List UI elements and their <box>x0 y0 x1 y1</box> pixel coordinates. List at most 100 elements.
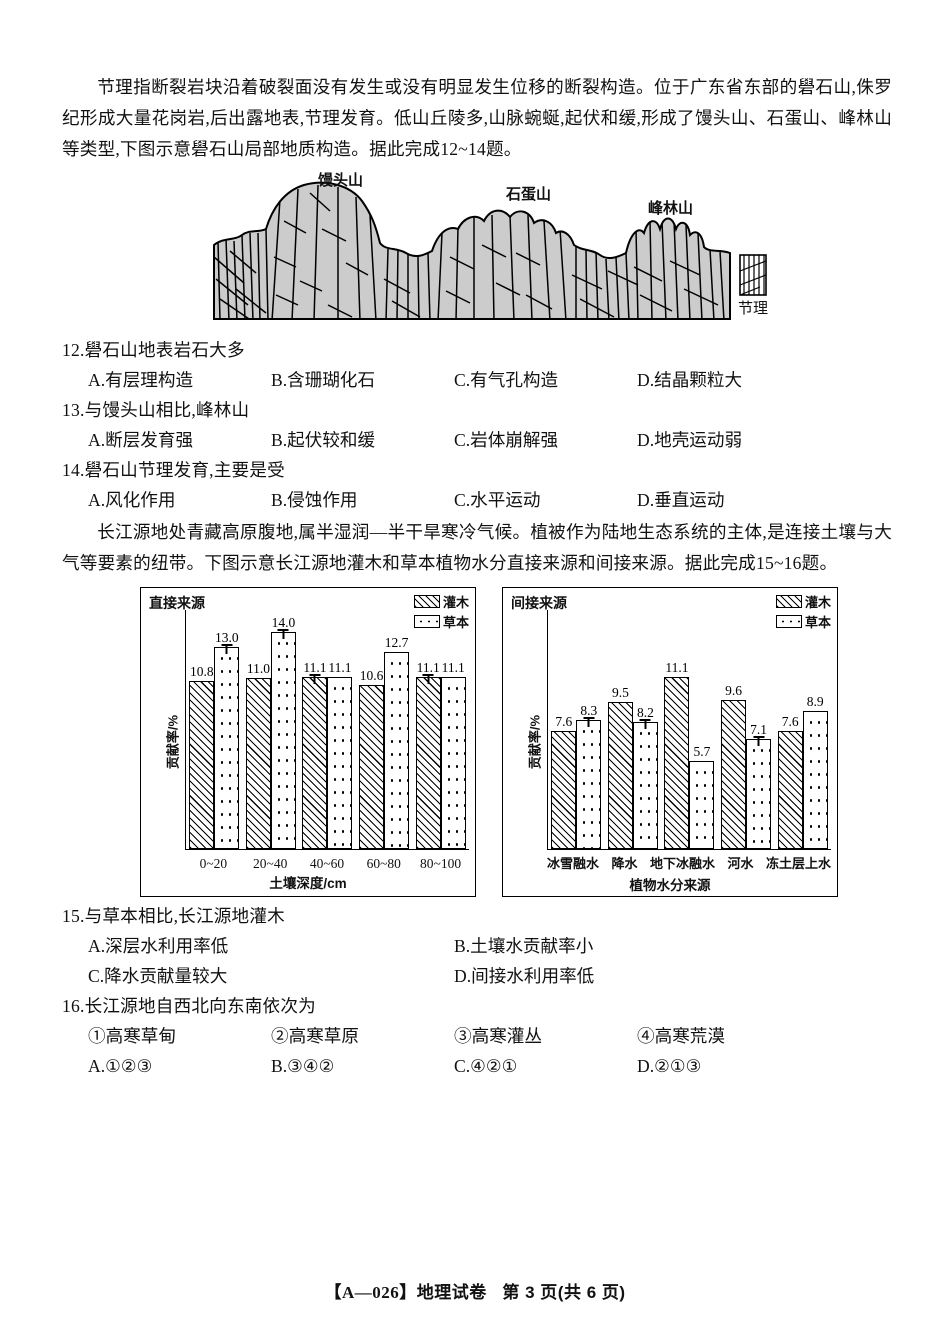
bar-herb: 8.2 <box>632 705 658 849</box>
question-15-option-a[interactable]: A.深层水利用率低 <box>88 936 229 956</box>
error-bar <box>277 628 289 639</box>
question-15-option-b[interactable]: B.土壤水贡献率小 <box>454 936 594 956</box>
bar-value-label: 12.7 <box>384 634 409 650</box>
question-12-option-b[interactable]: B.含珊瑚化石 <box>271 370 376 390</box>
question-12-text: 礐石山地表岩石大多 <box>84 340 245 360</box>
question-16-options: A.①②③ B.③④② C.④②① D.②①③ <box>62 1051 892 1081</box>
dot-swatch-icon <box>775 615 802 628</box>
bar-herb: 14.0 <box>270 615 296 849</box>
footer-paper-name: 地理试卷 <box>416 1283 487 1302</box>
bar-herb: 8.3 <box>576 703 602 849</box>
question-15-number: 15. <box>62 906 85 926</box>
bar-value-label: 9.6 <box>725 683 743 699</box>
question-12-stem: 12.礐石山地表岩石大多 <box>62 335 892 365</box>
x-tick-label: 冻土层上水 <box>766 856 832 871</box>
question-15-option-c[interactable]: C.降水贡献量较大 <box>88 966 228 986</box>
x-tick-label: 0~20 <box>199 856 228 871</box>
passage-1: 节理指断裂岩块沿着破裂面没有发生或没有明显发生位移的断裂构造。位于广东省东部的礐… <box>62 77 892 159</box>
geo-label-shidan: 石蛋山 <box>506 186 552 203</box>
question-13-option-c[interactable]: C.岩体崩解强 <box>454 430 559 450</box>
chart-indirect-source-xlabel: 植物水分来源 <box>629 878 711 893</box>
question-15-stem: 15.与草本相比,长江源地灌木 <box>62 901 892 931</box>
bar-value-label: 14.0 <box>271 614 296 630</box>
bar-herb: 13.0 <box>214 630 240 849</box>
bar-shrub: 11.1 <box>664 660 690 849</box>
chart-indirect-source-legend: 灌木 草本 <box>775 592 831 632</box>
question-15-text: 与草本相比,长江源地灌木 <box>84 906 285 926</box>
bar-shrub: 11.1 <box>302 660 328 849</box>
question-14-option-b[interactable]: B.侵蚀作用 <box>271 490 358 510</box>
passage-2: 长江源地处青藏高原腹地,属半湿润—半干旱寒冷气候。植被作为陆地生态系统的主体,是… <box>62 522 892 573</box>
question-16-option-d[interactable]: D.②①③ <box>637 1056 702 1076</box>
geological-cross-section-figure: 馒头山 石蛋山 峰林山 节理 <box>210 171 770 331</box>
question-12-option-a[interactable]: A.有层理构造 <box>88 370 194 390</box>
geo-label-mantou: 馒头山 <box>318 172 364 189</box>
question-13-text: 与馒头山相比,峰林山 <box>84 400 250 420</box>
hatch-swatch-icon <box>413 595 440 608</box>
question-13-option-a[interactable]: A.断层发育强 <box>88 430 194 450</box>
legend-label-shrub: 灌木 <box>804 595 831 610</box>
x-tick-label: 60~80 <box>366 856 401 871</box>
bar-value-label: 10.8 <box>189 664 214 680</box>
geo-legend-label-joint: 节理 <box>738 300 769 317</box>
question-14-stem: 14.礐石山节理发育,主要是受 <box>62 455 892 485</box>
question-12-option-c[interactable]: C.有气孔构造 <box>454 370 559 390</box>
legend-label-herb: 草本 <box>442 615 469 630</box>
question-16-item-1: ①高寒草甸 <box>88 1026 176 1046</box>
chart-indirect-source-xticks: 冰雪融水降水地下冰融水河水冻土层上水 <box>547 853 831 872</box>
question-14-number: 14. <box>62 460 85 480</box>
question-15-option-d[interactable]: D.间接水利用率低 <box>454 966 595 986</box>
legend-item-shrub: 灌木 <box>775 592 831 611</box>
question-16-option-a[interactable]: A.①②③ <box>88 1056 153 1076</box>
bar-shrub: 11.0 <box>245 661 271 849</box>
chart-indirect-source-ylabel: 贡献率/% <box>527 714 543 770</box>
chart-direct-source-legend: 灌木 草本 <box>413 592 469 632</box>
x-tick-label: 降水 <box>611 856 638 871</box>
question-13-option-b[interactable]: B.起伏较和缓 <box>271 430 376 450</box>
bar-value-label: 8.9 <box>806 693 824 709</box>
footer-paper-code: 【A—026】 <box>324 1283 417 1302</box>
dot-swatch-icon <box>413 615 440 628</box>
question-16-option-b[interactable]: B.③④② <box>271 1056 335 1076</box>
question-14-option-d[interactable]: D.垂直运动 <box>637 490 725 510</box>
error-bar <box>422 673 434 684</box>
error-bar <box>309 673 321 684</box>
question-13-option-d[interactable]: D.地壳运动弱 <box>637 430 743 450</box>
bar-shrub: 10.6 <box>359 668 385 849</box>
joint-legend-swatch <box>739 254 767 296</box>
question-14-option-a[interactable]: A.风化作用 <box>88 490 176 510</box>
legend-label-herb: 草本 <box>804 615 831 630</box>
question-15-options-row-2: C.降水贡献量较大 D.间接水利用率低 <box>62 961 892 991</box>
question-12-number: 12. <box>62 340 85 360</box>
chart-direct-source-ylabel: 贡献率/% <box>165 714 181 770</box>
cross-section-drawing <box>213 181 767 320</box>
bar-shrub: 7.6 <box>551 714 577 849</box>
question-14-option-c[interactable]: C.水平运动 <box>454 490 541 510</box>
question-16-item-3: ③高寒灌丛 <box>454 1026 542 1046</box>
bar-group: 11.0 14.0 <box>243 610 300 849</box>
question-16-option-c[interactable]: C.④②① <box>454 1056 518 1076</box>
bar-value-label: 11.1 <box>665 659 689 675</box>
question-14-text: 礐石山节理发育,主要是受 <box>84 460 285 480</box>
bar-shrub: 11.1 <box>415 660 441 849</box>
bar-herb: 11.1 <box>327 660 353 849</box>
error-bar <box>639 718 651 729</box>
x-tick-label: 20~40 <box>253 856 288 871</box>
bar-herb: 5.7 <box>689 744 715 849</box>
question-12-option-d[interactable]: D.结晶颗粒大 <box>637 370 743 390</box>
bar-value-label: 13.0 <box>214 630 239 646</box>
bar-value-label: 9.5 <box>611 684 629 700</box>
question-13-stem: 13.与馒头山相比,峰林山 <box>62 395 892 425</box>
x-tick-label: 80~100 <box>420 856 462 871</box>
